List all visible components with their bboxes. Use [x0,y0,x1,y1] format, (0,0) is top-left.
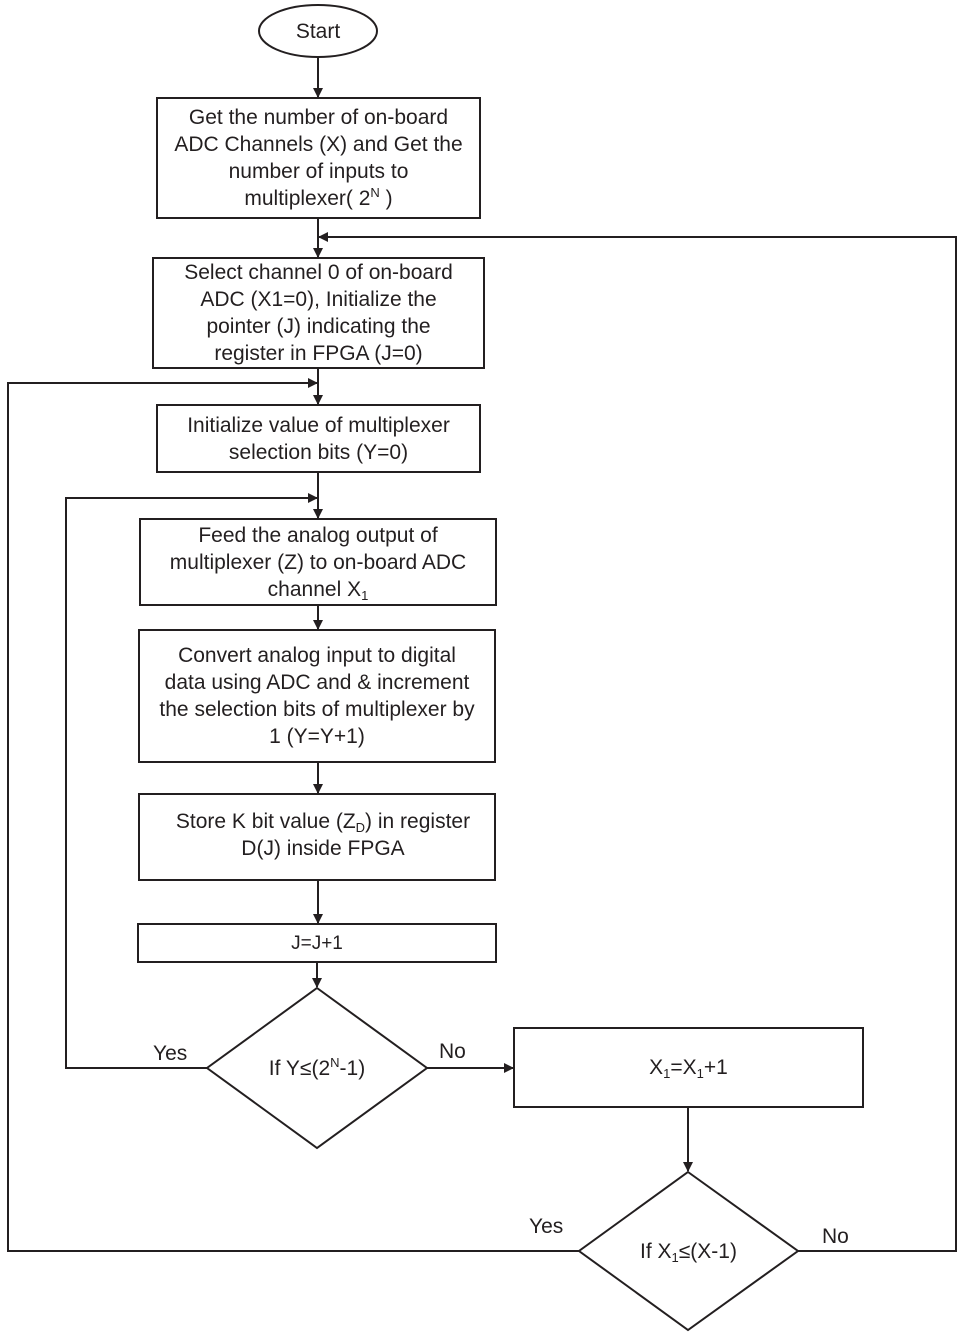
get-counts-line-4: multiplexer( 2N ) [244,185,393,210]
inc-x1-label: X1=X1+1 [514,1028,863,1107]
select-channel-line-3: pointer (J) indicating the [206,315,431,338]
select-channel-line-4: register in FPGA (J=0) [214,342,423,365]
feed-analog-line-3: channel X1 [267,577,369,603]
convert-label: Convert analog input to digital data usi… [139,630,495,762]
inc-j-label: J=J+1 [138,924,496,962]
check-x1-yes-label: Yes [529,1215,564,1238]
convert-line-1: Convert analog input to digital [178,644,456,667]
check-x1-diamond [577,1170,800,1332]
feed-analog-line-1: Feed the analog output of [198,523,438,547]
get-counts-label: Get the number of on-board ADC Channels … [150,98,487,218]
edge-check-x1-no-loop [318,232,957,1252]
feed-analog-line-2: multiplexer (Z) to on-board ADC [169,550,467,574]
select-channel-line-2: ADC (X1=0), Initialize the [200,288,437,311]
store-label: Store K bit value (ZD) in register D(J) … [145,794,501,880]
start-label: Start [259,5,377,57]
inc-j-text: J=J+1 [291,932,343,954]
init-mux-line-1: Initialize value of multiplexer [187,413,450,437]
store-line-2: D(J) inside FPGA [241,837,405,860]
init-mux-line-2: selection bits (Y=0) [228,440,409,464]
edge-check-y-yes-loop [65,493,318,1069]
select-channel-line-1: Select channel 0 of on-board [184,261,453,284]
check-y-yes-label: Yes [153,1042,188,1065]
start-text: Start [295,19,341,43]
check-y-text: If Y≤(2N-1) [268,1054,366,1080]
check-y-diamond [205,986,429,1150]
get-counts-line-3: number of inputs to [228,160,409,183]
get-counts-line-1: Get the number of on-board [188,106,449,129]
check-x1-no-label: No [822,1225,849,1248]
check-y-no-label: No [439,1040,466,1063]
init-mux-label: Initialize value of multiplexer selectio… [157,405,480,472]
edge-check-x1-yes-loop [7,378,579,1252]
select-channel-label: Select channel 0 of on-board ADC (X1=0),… [153,258,484,368]
feed-analog-label: Feed the analog output of multiplexer (Z… [140,519,496,605]
check-y-label: If Y≤(2N-1) [207,1040,427,1096]
convert-line-3: the selection bits of multiplexer by [159,698,475,721]
check-x1-label: If X1≤(X-1) [579,1223,798,1279]
store-line-1: Store K bit value (ZD) in register [175,810,471,835]
convert-line-4: 1 (Y=Y+1) [269,725,365,748]
get-counts-line-2: ADC Channels (X) and Get the [174,133,463,156]
inc-x1-text: X1=X1+1 [649,1056,728,1081]
convert-line-2: data using ADC and & increment [164,671,470,694]
check-x1-text: If X1≤(X-1) [640,1239,737,1265]
